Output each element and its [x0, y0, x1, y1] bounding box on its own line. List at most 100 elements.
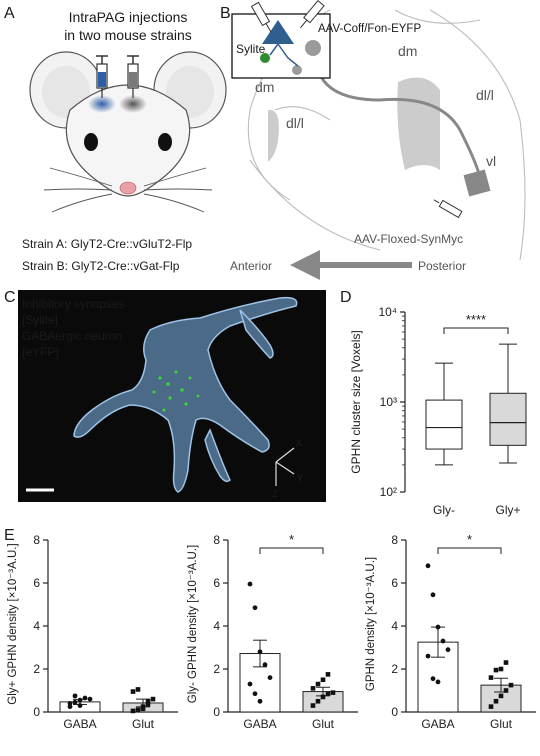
strain-b-label: Strain B: GlyT2-Cre::vGat-Flp — [22, 259, 180, 273]
chart-e1-ytick-label: 2 — [33, 662, 40, 676]
chart-e1-data-point — [130, 689, 136, 694]
nose — [119, 181, 137, 195]
chart-e2-category-label: Glut — [312, 717, 335, 731]
anterior-label: Anterior — [230, 259, 272, 273]
chart-d-ytick-label: 10² — [380, 485, 397, 499]
chart-e3-bar — [480, 684, 522, 713]
syringe-grey-icon — [127, 55, 139, 98]
chart-e1-data-point — [135, 687, 141, 692]
chart-e1-ytick-label: 6 — [33, 576, 40, 590]
target-cell-circle — [305, 40, 321, 56]
chart-d-ylabel: GPHN cluster size [Voxels] — [349, 330, 363, 473]
region-dll-left: dl/l — [286, 115, 304, 131]
chart-e2-data-point — [320, 677, 326, 683]
mouse-illustration — [29, 51, 227, 213]
chart-e3-significance-bracket — [437, 547, 502, 554]
chart-e3-data-point — [425, 653, 431, 659]
panel-b: B — [220, 0, 526, 280]
syringe-floxed-icon — [433, 199, 463, 219]
chart-e2-data-point — [252, 605, 258, 611]
chart-e1-data-point — [67, 701, 73, 706]
chart-e3-ytick-label: 4 — [391, 619, 398, 633]
chart-e3-data-point — [493, 698, 499, 704]
syringe-blue-icon — [96, 55, 108, 98]
chart-e1-data-point — [87, 696, 93, 702]
chart-e1-ytick-label: 4 — [33, 619, 40, 633]
target-neuron-square — [463, 169, 491, 197]
chart-e3-data-point — [435, 679, 441, 685]
chart-e2-ytick-label: 0 — [213, 705, 220, 719]
chart-e2-data-point — [325, 672, 331, 677]
chart-e3-ytick-label: 6 — [391, 576, 398, 590]
injection-site-blue — [88, 95, 116, 113]
chart-d-category-label: Gly- — [433, 503, 455, 517]
panel-d: D GPHN cluster size [Voxels] 10² 10³ 10⁴ Gl… — [340, 289, 527, 517]
chart-e3-data-point — [430, 676, 436, 682]
panel-letter-d: D — [340, 289, 352, 306]
target-cell-small — [292, 65, 302, 75]
axis-z-label: z — [272, 486, 278, 500]
chart-e3-ytick-label: 8 — [391, 533, 398, 547]
label-gabaergic-neuron: GABAergic neuron — [22, 329, 122, 343]
region-dll-right: dl/l — [476, 87, 494, 103]
chart-e1-ylabel: Gly+ GPHN density [×10⁻³A.U.] — [7, 543, 19, 704]
chart-d-ytick-label: 10⁴ — [378, 305, 397, 319]
axis-y-label: y — [297, 469, 303, 483]
chart-e2-data-point — [310, 686, 316, 691]
chart-e2-data-point — [315, 681, 321, 687]
region-dm-inset: dm — [255, 79, 274, 95]
panel-a: A IntraPAG injections in two mouse strai… — [4, 5, 227, 273]
region-vl: vl — [486, 153, 496, 169]
chart-e2-category-label: GABA — [243, 717, 276, 731]
chart-d-significance-bracket — [443, 327, 509, 334]
sylite-label: Sylite — [236, 42, 266, 56]
chart-e3-data-point — [440, 638, 446, 644]
chart-e3-data-point — [425, 563, 431, 569]
injection-site-grey — [119, 95, 147, 113]
chart-e2-data-point — [325, 691, 331, 697]
chart-e3-data-point — [493, 667, 499, 673]
chart-e2-ytick-label: 2 — [213, 662, 220, 676]
panel-letter-c: C — [4, 289, 16, 306]
chart-e3-data-point — [445, 647, 451, 653]
label-inhibitory-synapses: Inhibitory synapses — [22, 297, 125, 311]
panel-e: E Gly+ GPHN density [×10⁻³A.U.] Gly- GPH… — [4, 527, 536, 731]
chart-e2-data-point — [315, 698, 321, 704]
chart-e3-data-point — [503, 688, 509, 693]
chart-e2-ytick-label: 4 — [213, 619, 220, 633]
dll-region-shading — [268, 109, 279, 162]
region-dm: dm — [398, 43, 417, 59]
chart-e3-data-point — [503, 660, 509, 665]
chart-e3-significance-label: * — [467, 532, 472, 547]
gabaergic-neuron-render — [73, 296, 298, 493]
chart-e2-data-point — [267, 675, 273, 680]
chart-e2-ytick-label: 6 — [213, 576, 220, 590]
chart-e2-data-point — [262, 662, 268, 668]
syringe-sylite-icon — [250, 1, 272, 33]
chart-e1-data-point — [72, 693, 78, 699]
label-sylite-bracket: [Sylite] — [22, 313, 58, 327]
label-eyfp-bracket: [eYFP] — [22, 345, 59, 359]
chart-d-box — [425, 399, 463, 450]
chart-e1-data-point — [82, 695, 88, 701]
posterior-label: Posterior — [418, 259, 466, 273]
chart-e3-data-point — [508, 682, 514, 688]
chart-e3-data-point — [498, 693, 504, 699]
chart-d-box — [489, 392, 527, 446]
syringe-aav-icon — [300, 0, 325, 29]
chart-e1-data-point — [145, 698, 151, 704]
chart-e3-data-point — [498, 666, 504, 672]
inhibitory-synapse-dots — [152, 370, 200, 412]
gabaergic-neuron-triangle — [262, 20, 294, 44]
panel-letter-e: E — [4, 527, 15, 544]
chart-e1-ytick-label: 0 — [33, 705, 40, 719]
chart-d-ytick-label: 10³ — [380, 395, 397, 409]
chart-e1-data-point — [145, 702, 151, 707]
chart-e3-data-point — [435, 624, 441, 630]
chart-e3-ytick-label: 0 — [391, 705, 398, 719]
chart-e2-data-point — [320, 694, 326, 700]
chart-e2-data-point — [247, 581, 253, 587]
